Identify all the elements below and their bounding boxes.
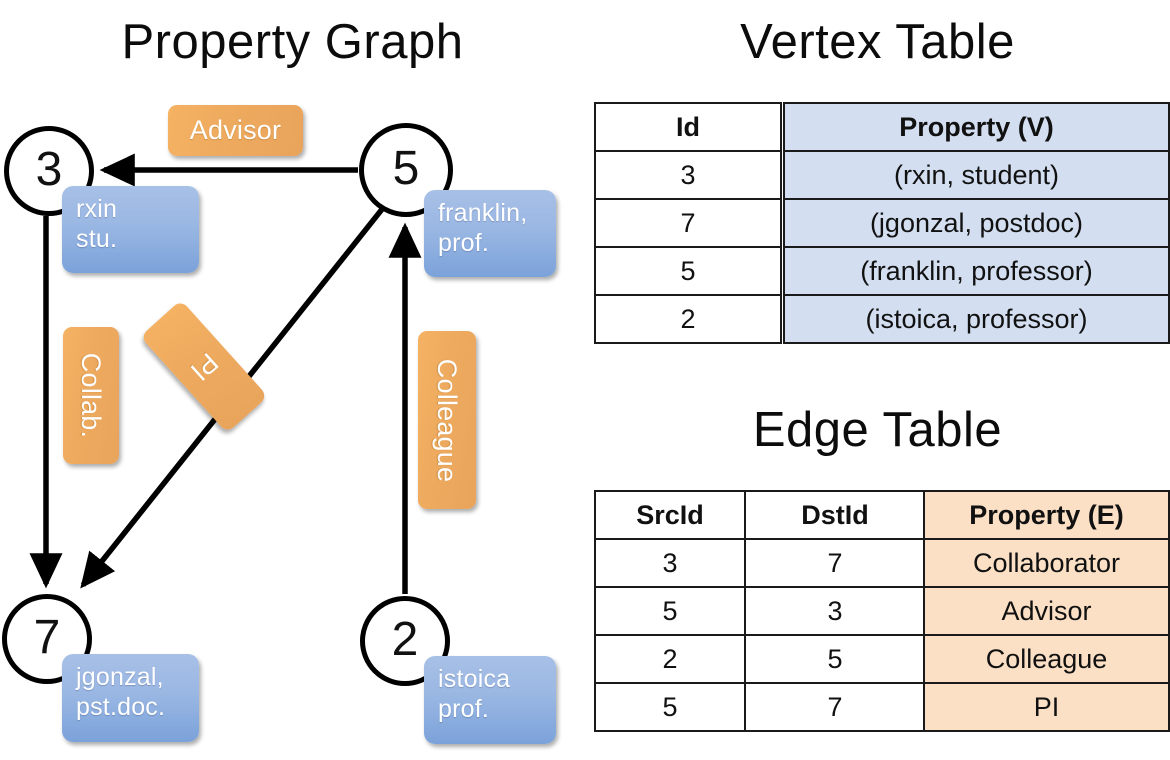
node-property-2-line1: istoica <box>438 665 511 693</box>
vertex-table-panel: Vertex Table Id 3 7 5 2 Property (V) (rx… <box>585 0 1170 390</box>
table-row: Collaborator <box>923 538 1170 588</box>
table-row: (istoica, professor) <box>783 294 1170 344</box>
edge-table-header-dstid: DstId <box>744 490 926 540</box>
table-header-row: Id <box>594 102 782 152</box>
table-row: Colleague <box>923 634 1170 684</box>
edge-label-colleague: Colleague <box>418 331 476 509</box>
edge-table-src-dst-columns: SrcId DstId 3 7 5 3 2 5 5 7 <box>594 490 926 732</box>
node-property-5-line1: franklin, <box>438 199 528 227</box>
table-row: 3 7 <box>594 538 926 588</box>
page-title-property-graph: Property Graph <box>121 15 464 69</box>
edge-dst-cell: 7 <box>744 538 926 588</box>
table-header-row: SrcId DstId <box>594 490 926 540</box>
edge-property-cell: Colleague <box>923 634 1170 684</box>
vertex-property-cell: (istoica, professor) <box>783 294 1170 344</box>
vertex-property-cell: (jgonzal, postdoc) <box>783 198 1170 248</box>
node-property-7-line1: jgonzal, <box>76 663 164 691</box>
vertex-id-cell: 7 <box>594 198 782 248</box>
edge-label-collab: Collab. <box>63 327 119 464</box>
table-row: Advisor <box>923 586 1170 636</box>
edge-label-advisor: Advisor <box>168 105 303 156</box>
graph-node-2-label: 2 <box>391 613 419 666</box>
edge-table-panel: Edge Table SrcId DstId 3 7 5 3 2 5 5 7 P… <box>585 390 1170 760</box>
vertex-id-cell: 5 <box>594 246 782 296</box>
vertex-id-cell: 3 <box>594 150 782 200</box>
edge-property-cell: Collaborator <box>923 538 1170 588</box>
table-row: 3 <box>594 150 782 200</box>
edge-src-cell: 5 <box>594 586 746 636</box>
page-title-vertex-table: Vertex Table <box>740 15 1015 69</box>
edge-label-pi-text: PI <box>184 347 224 387</box>
vertex-table-header-property: Property (V) <box>783 102 1170 152</box>
edge-property-cell: Advisor <box>923 586 1170 636</box>
graph-node-5[interactable]: 5 <box>359 123 453 217</box>
table-row: 2 5 <box>594 634 926 684</box>
node-property-2-line2: prof. <box>438 694 490 723</box>
edge-property-cell: PI <box>923 682 1170 732</box>
table-row: 5 <box>594 246 782 296</box>
edge-dst-cell: 3 <box>744 586 926 636</box>
node-property-box-7: jgonzal, pst.doc. <box>62 654 199 742</box>
vertex-id-cell: 2 <box>594 294 782 344</box>
vertex-table-property-column: Property (V) (rxin, student) (jgonzal, p… <box>783 102 1170 344</box>
table-header-row: Property (E) <box>923 490 1170 540</box>
edge-table-property-column: Property (E) Collaborator Advisor Collea… <box>923 490 1170 732</box>
table-row: PI <box>923 682 1170 732</box>
edge-table-header-property: Property (E) <box>923 490 1170 540</box>
edge-src-cell: 5 <box>594 682 746 732</box>
graph-node-2[interactable]: 2 <box>360 596 450 686</box>
node-property-3-line1: rxin <box>76 195 118 223</box>
node-property-box-2: istoica prof. <box>424 656 556 744</box>
edge-label-advisor-text: Advisor <box>189 115 282 145</box>
node-property-box-3: rxin stu. <box>62 186 199 273</box>
vertex-table-header-id: Id <box>594 102 782 152</box>
node-property-3-line2: stu. <box>76 224 118 253</box>
vertex-table-id-column: Id 3 7 5 2 <box>594 102 782 344</box>
graph-node-7-label: 7 <box>33 611 61 664</box>
table-row: (rxin, student) <box>783 150 1170 200</box>
edge-table-header-srcid: SrcId <box>594 490 746 540</box>
edge-label-collab-text: Collab. <box>76 352 107 439</box>
property-graph-panel: Property Graph 3 5 7 2 <box>2 15 556 744</box>
table-row: (franklin, professor) <box>783 246 1170 296</box>
edge-src-cell: 3 <box>594 538 746 588</box>
graph-node-3-label: 3 <box>35 143 63 196</box>
node-property-7-line2: pst.doc. <box>76 692 166 721</box>
edge-dst-cell: 5 <box>744 634 926 684</box>
table-row: 5 3 <box>594 586 926 636</box>
table-row: 7 <box>594 198 782 248</box>
node-property-5-line2: prof. <box>438 228 490 257</box>
table-row: (jgonzal, postdoc) <box>783 198 1170 248</box>
vertex-property-cell: (rxin, student) <box>783 150 1170 200</box>
edge-src-cell: 2 <box>594 634 746 684</box>
table-row: 5 7 <box>594 682 926 732</box>
table-header-row: Property (V) <box>783 102 1170 152</box>
graph-node-5-label: 5 <box>392 142 420 195</box>
page-title-edge-table: Edge Table <box>752 403 1003 457</box>
edge-dst-cell: 7 <box>744 682 926 732</box>
vertex-property-cell: (franklin, professor) <box>783 246 1170 296</box>
edge-label-colleague-text: Colleague <box>432 358 463 482</box>
node-property-box-5: franklin, prof. <box>424 190 556 277</box>
table-row: 2 <box>594 294 782 344</box>
